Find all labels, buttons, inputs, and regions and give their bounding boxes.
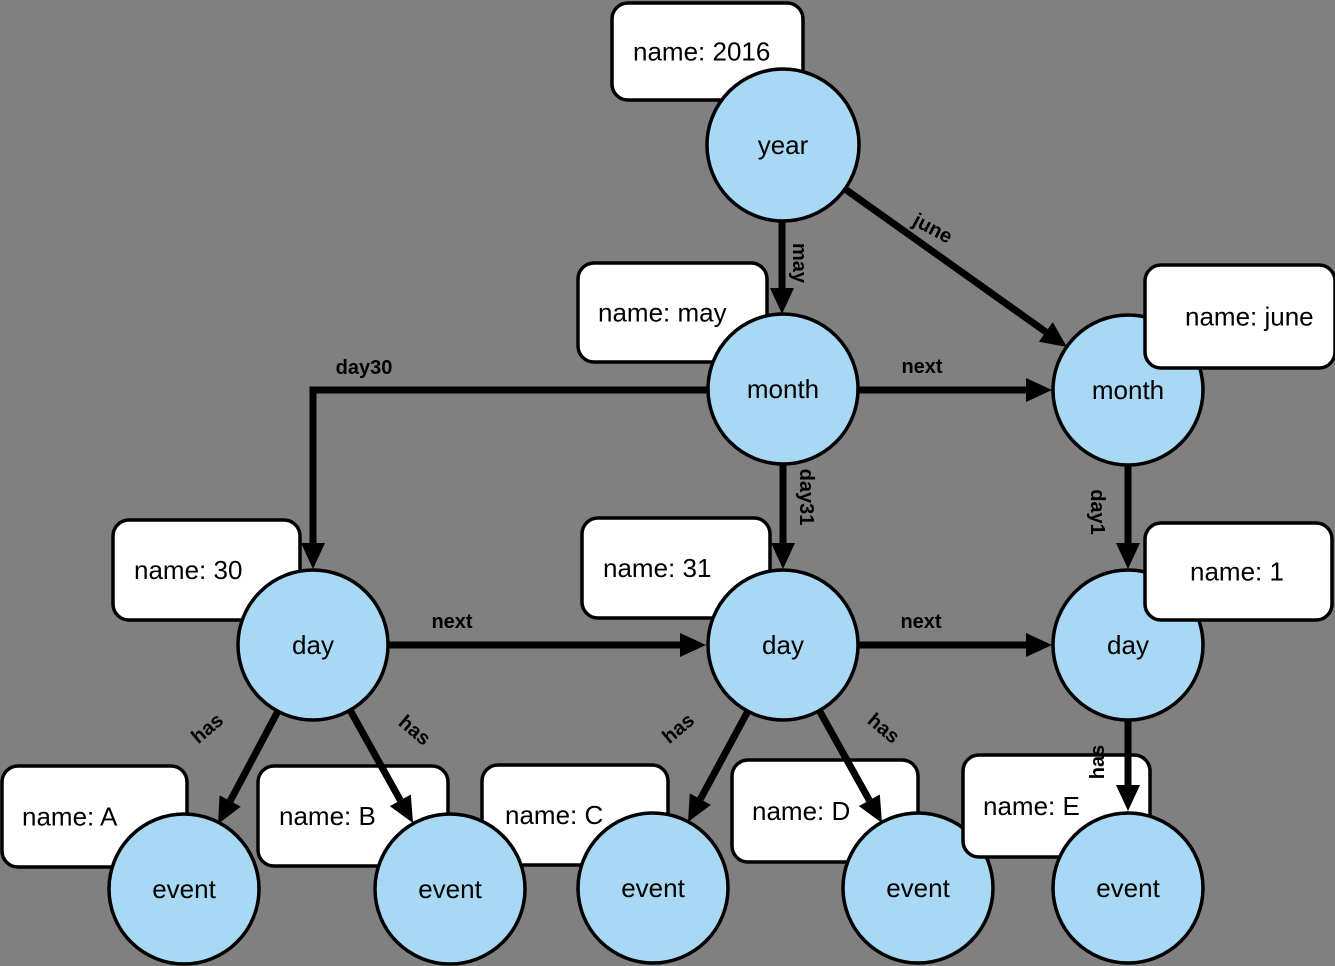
edge-label-next-month: next [901, 356, 942, 378]
property-label-prop-1: name: 1 [1190, 557, 1284, 587]
property-label-prop-E: name: E [983, 791, 1080, 821]
property-label-prop-31: name: 31 [603, 553, 711, 583]
arrowhead-day1 [1116, 543, 1140, 569]
node-event-C [576, 811, 730, 965]
node-label-event-A: event [152, 874, 216, 904]
node-event-E [1051, 811, 1205, 965]
property-label-prop-A: name: A [22, 802, 118, 832]
arrowhead-has-E [1116, 785, 1140, 811]
property-box-prop-may [576, 261, 769, 364]
property-label-prop-may: name: may [598, 298, 727, 328]
node-label-month-may: month [747, 374, 819, 404]
node-event-B [373, 812, 527, 966]
edge-label-day31: day31 [795, 469, 817, 526]
node-label-year: year [758, 130, 809, 160]
arrowhead-has-D [858, 794, 882, 823]
edge-has-C [697, 709, 752, 801]
property-box-prop-1 [1143, 521, 1334, 622]
property-label-prop-D: name: D [752, 796, 850, 826]
node-event-D [841, 811, 995, 965]
edge-label-next-day-a: next [431, 611, 472, 633]
edge-has-D [815, 708, 873, 802]
arrowhead-next-day-b [1026, 633, 1052, 657]
property-label-prop-2016: name: 2016 [633, 37, 770, 67]
edge-has-A [227, 709, 282, 803]
arrowhead-day30 [301, 543, 325, 569]
node-label-event-B: event [418, 874, 482, 904]
property-label-prop-B: name: B [279, 801, 376, 831]
edge-label-next-day-b: next [900, 611, 941, 633]
node-label-day-31: day [762, 630, 804, 660]
arrowhead-may [770, 288, 794, 314]
arrowhead-next-month [1026, 378, 1052, 402]
node-label-event-D: event [886, 873, 950, 903]
node-event-A [107, 812, 261, 966]
arrowhead-june [1038, 322, 1067, 347]
edge-june [842, 186, 1048, 335]
arrowhead-has-C [688, 793, 711, 822]
arrowhead-has-A [218, 795, 241, 824]
node-label-day-1: day [1107, 630, 1149, 660]
node-label-event-C: event [621, 873, 685, 903]
node-label-event-E: event [1096, 873, 1160, 903]
node-day-30 [236, 568, 390, 722]
edge-has-B [346, 708, 404, 802]
property-label-prop-C: name: C [505, 800, 603, 830]
property-box-prop-june [1143, 263, 1335, 370]
node-label-day-30: day [292, 630, 334, 660]
edge-label-day30: day30 [336, 357, 393, 379]
arrowhead-day31 [771, 543, 795, 569]
arrowhead-next-day-a [680, 633, 706, 657]
arrowhead-has-B [389, 794, 413, 823]
property-box-prop-31 [580, 516, 772, 620]
node-label-month-june: month [1092, 375, 1164, 405]
edge-label-may: may [788, 243, 810, 284]
edge-label-has-E: has [1087, 745, 1109, 779]
edge-label-day1: day1 [1086, 489, 1108, 535]
property-label-prop-june: name: june [1185, 302, 1314, 332]
property-label-prop-30: name: 30 [134, 555, 242, 585]
edge-day30 [309, 386, 708, 543]
